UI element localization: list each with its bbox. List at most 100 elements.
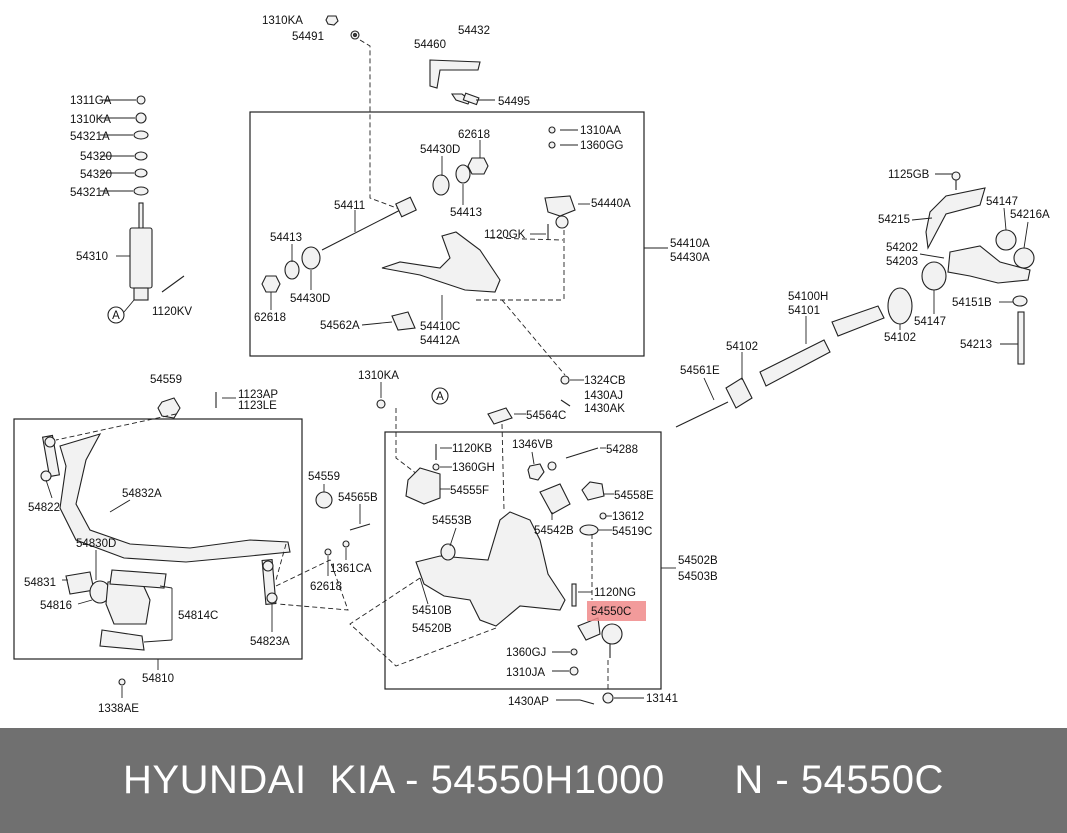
- label-54503B: 54503B: [678, 571, 718, 583]
- label-1430AJ: 1430AJ: [584, 390, 623, 402]
- label-54320-b: 54320: [80, 169, 112, 181]
- washer-part: [133, 186, 149, 196]
- stabilizer-group-box: [13, 418, 303, 660]
- dashed-guide: [501, 423, 505, 511]
- label-54321A-b: 54321A: [70, 187, 110, 199]
- label-62618-left: 62618: [254, 312, 286, 324]
- label-1310AA: 1310AA: [580, 125, 621, 137]
- joint-part: [725, 377, 753, 409]
- nut-part: [548, 126, 556, 134]
- washer-part: [599, 512, 607, 520]
- label-1120NG: 1120NG: [594, 587, 636, 599]
- leader-line: [143, 639, 173, 643]
- washer-part: [133, 130, 149, 140]
- label-54460: 54460: [414, 39, 446, 51]
- bolt-part: [565, 447, 599, 459]
- dashed-guide: [275, 559, 349, 611]
- label-54561E: 54561E: [680, 365, 720, 377]
- label-1310KA-mid: 1310KA: [358, 370, 399, 382]
- washer-part: [548, 141, 556, 149]
- bushing-part: [315, 491, 333, 509]
- bolt-part: [349, 523, 371, 531]
- bumper-part: [391, 311, 416, 331]
- label-13612: 13612: [612, 511, 644, 523]
- label-54413-left: 54413: [270, 232, 302, 244]
- callout-a-letter: A: [436, 391, 444, 403]
- nut-part: [467, 157, 489, 175]
- label-54216A: 54216A: [1010, 209, 1050, 221]
- label-1123LE: 1123LE: [238, 400, 277, 412]
- link-joint-part: [40, 470, 52, 482]
- leader-line: [1023, 221, 1029, 249]
- label-1120KB: 1120KB: [452, 443, 492, 455]
- leader-line: [531, 451, 535, 465]
- label-1311GA: 1311GA: [70, 95, 112, 107]
- label-54147-bot: 54147: [914, 316, 946, 328]
- bushing-part: [432, 174, 450, 196]
- label-1120KV: 1120KV: [152, 306, 192, 318]
- bolt-head-part: [118, 678, 126, 686]
- label-1360GH: 1360GH: [452, 462, 495, 474]
- label-54310: 54310: [76, 251, 108, 263]
- upper-arm-group-box: [249, 111, 645, 357]
- label-54432: 54432: [458, 25, 490, 37]
- label-54430A: 54430A: [670, 252, 710, 264]
- leader-line: [919, 253, 945, 259]
- bushing-part: [440, 543, 456, 561]
- bracket-part: [405, 467, 441, 505]
- bushing-part: [301, 246, 321, 270]
- leader-line: [911, 217, 933, 221]
- label-54410A: 54410A: [670, 238, 710, 250]
- bolt-head-part: [951, 171, 961, 181]
- link-joint-part: [262, 560, 274, 572]
- label-54413-top: 54413: [450, 207, 482, 219]
- label-54823A: 54823A: [250, 636, 290, 648]
- label-54430D-top: 54430D: [420, 144, 460, 156]
- label-13141: 13141: [646, 693, 678, 705]
- leader-line: [703, 377, 715, 401]
- label-54411: 54411: [334, 200, 365, 212]
- washer-part: [284, 260, 300, 280]
- leader-line: [123, 299, 135, 313]
- leader-line: [449, 527, 457, 547]
- leader-line: [419, 577, 429, 605]
- washer-part: [432, 463, 440, 471]
- axle-housing-part: [947, 245, 1031, 284]
- nut-part: [569, 666, 579, 676]
- stabilizer-bar-part: [59, 433, 291, 563]
- bearing-part: [1013, 247, 1035, 269]
- nut-part: [602, 692, 614, 704]
- nut-part: [560, 375, 570, 385]
- label-54100H: 54100H: [788, 291, 828, 303]
- label-54519C: 54519C: [612, 526, 652, 538]
- label-54558E: 54558E: [614, 490, 654, 502]
- label-54101: 54101: [788, 305, 820, 317]
- label-54202: 54202: [886, 242, 918, 254]
- label-62618-top: 62618: [458, 129, 490, 141]
- bracket-part: [429, 59, 481, 89]
- nut-part: [325, 15, 339, 26]
- label-54213: 54213: [960, 339, 992, 351]
- leader-line: [1003, 207, 1007, 231]
- axle-stub-part: [675, 401, 729, 428]
- bracket-part: [99, 629, 145, 651]
- label-54520B: 54520B: [412, 623, 452, 635]
- dashed-guide: [501, 299, 566, 376]
- label-54810: 54810: [142, 673, 174, 685]
- cotter-pin-part: [579, 699, 595, 705]
- bolt-part: [1017, 311, 1025, 365]
- bushing-part: [157, 397, 181, 419]
- washer-part: [570, 648, 578, 656]
- label-54831: 54831: [24, 577, 56, 589]
- label-1310KA-left: 1310KA: [70, 114, 111, 126]
- ball-joint-part: [544, 195, 576, 217]
- label-54510B: 54510B: [412, 605, 452, 617]
- label-54832A: 54832A: [122, 488, 162, 500]
- label-54321A-a: 54321A: [70, 131, 110, 143]
- shock-absorber-part: [129, 227, 153, 289]
- label-1120GK: 1120GK: [484, 229, 526, 241]
- drive-shaft-part: [759, 339, 831, 387]
- seal-part: [995, 229, 1017, 251]
- label-54816: 54816: [40, 600, 72, 612]
- bushing-part: [134, 168, 148, 178]
